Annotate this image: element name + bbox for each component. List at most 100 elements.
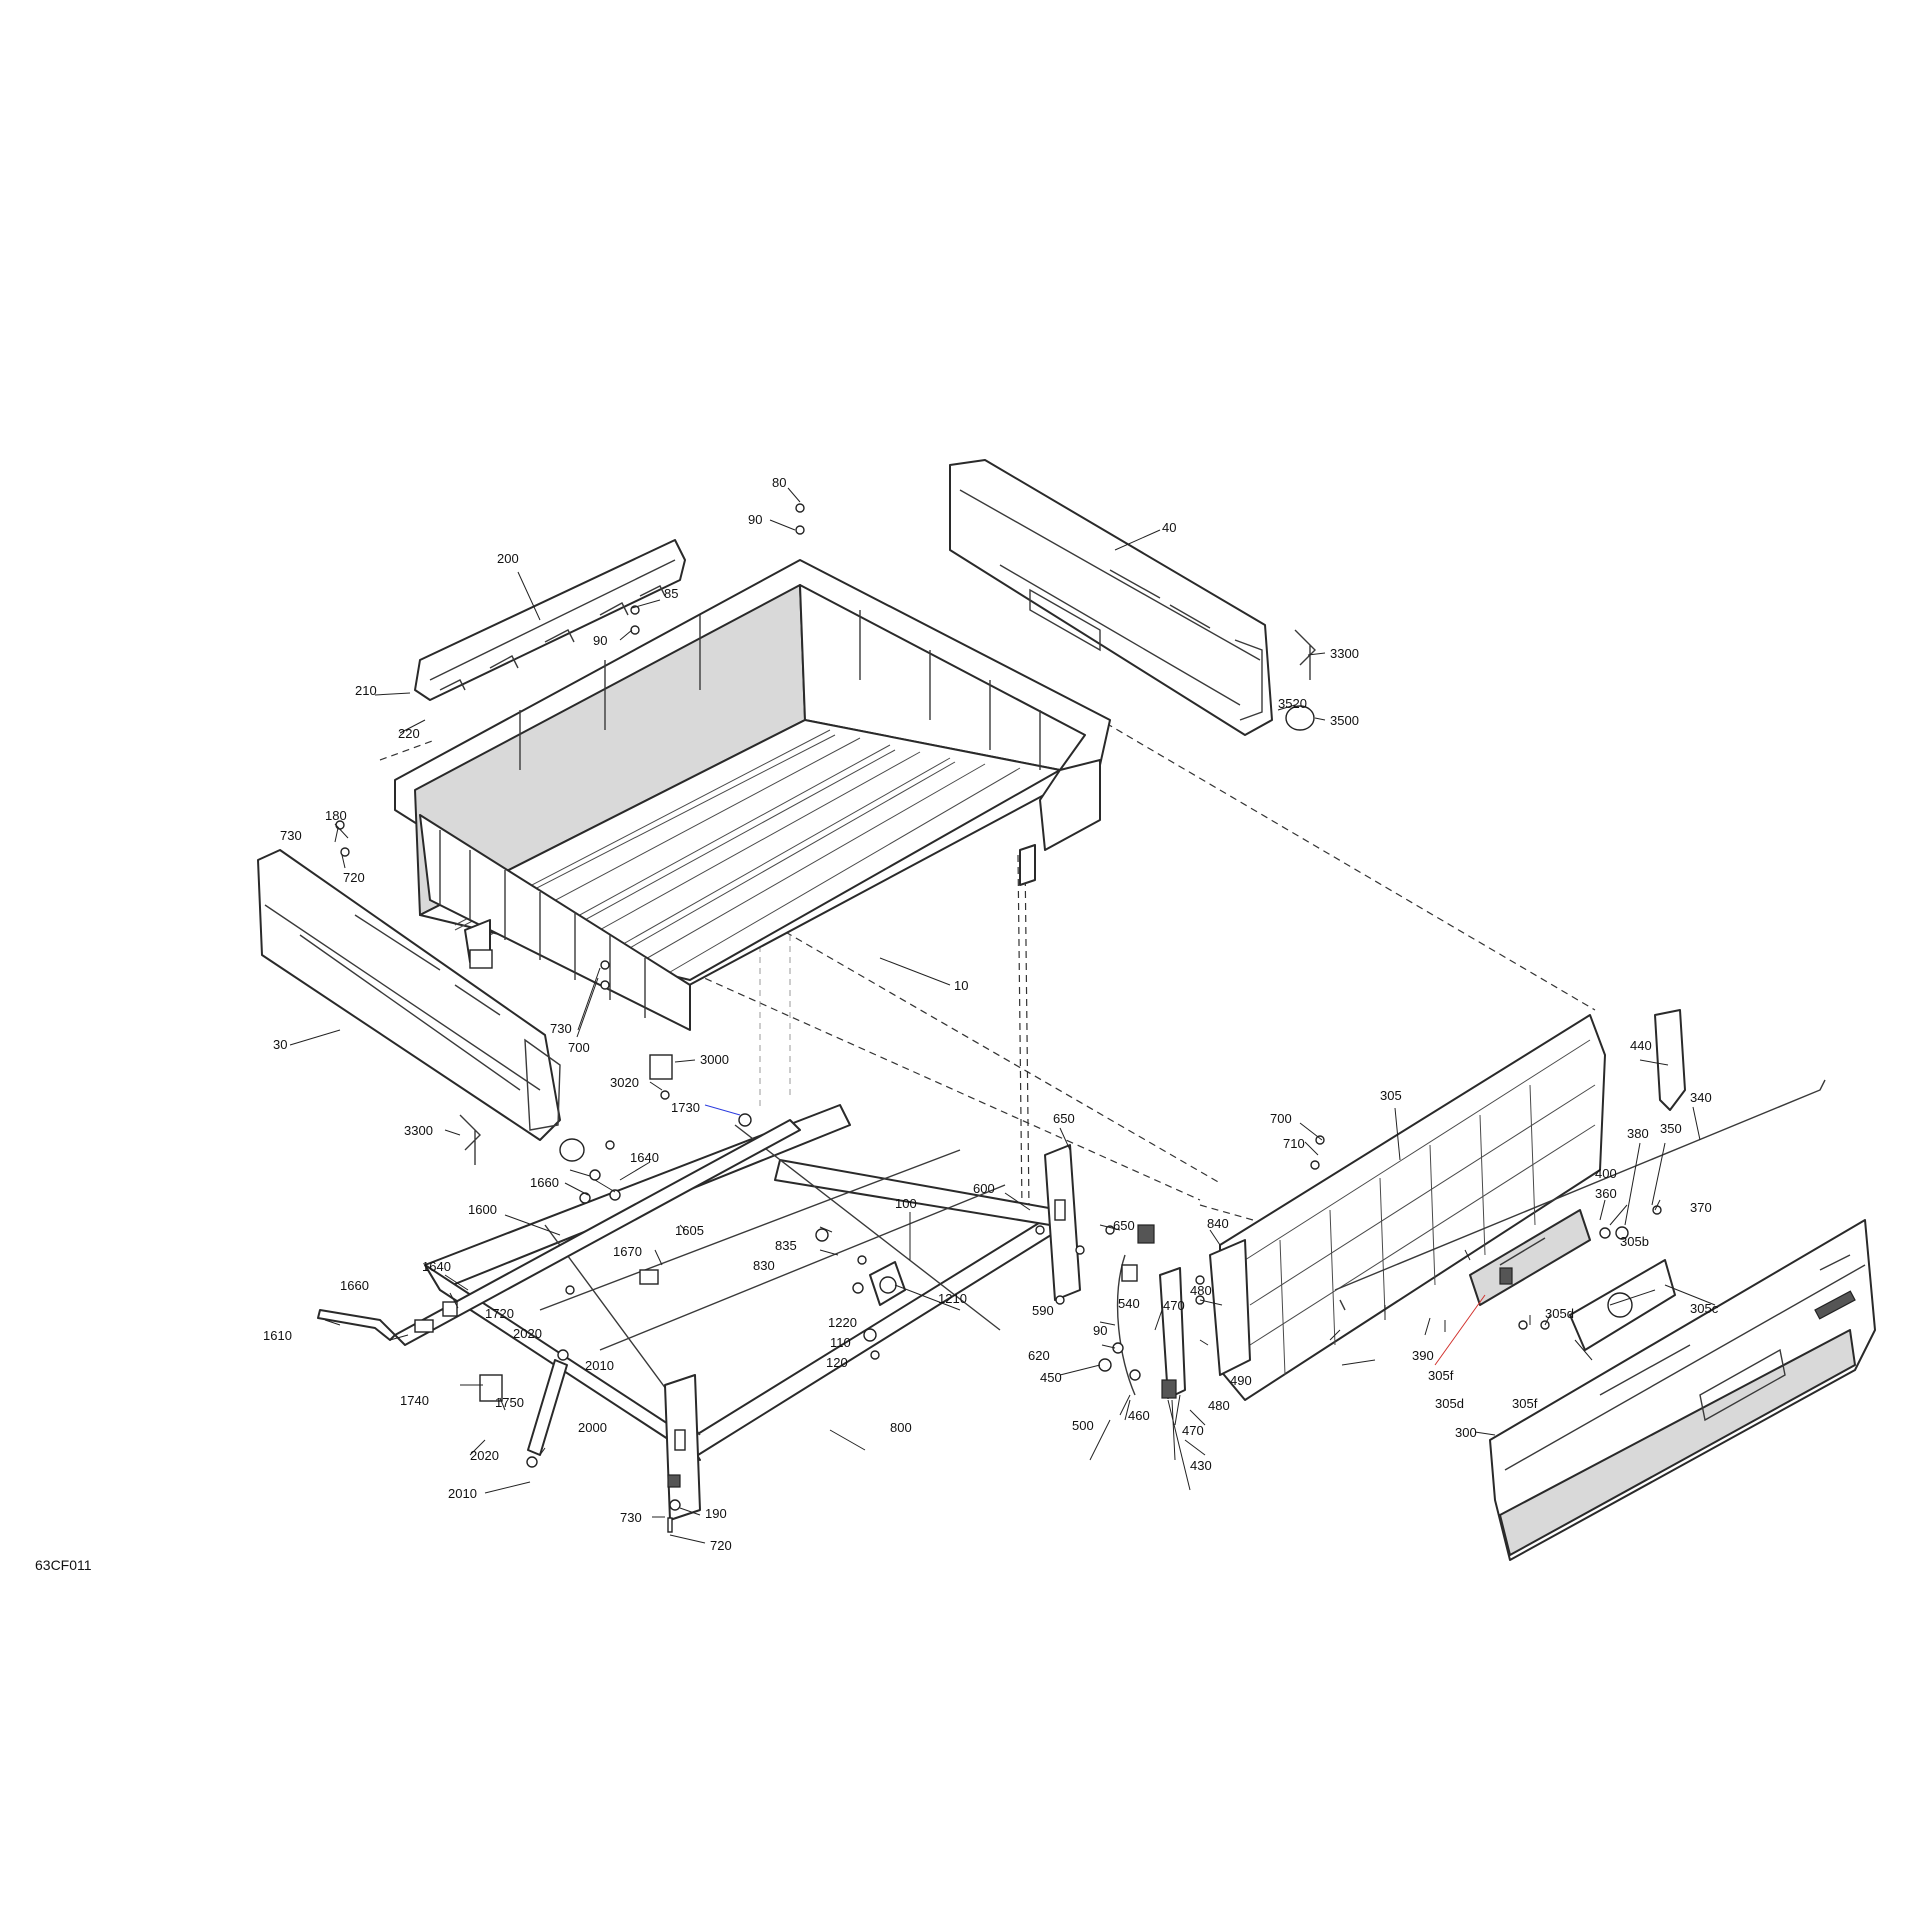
part-30-left-side-panel [257, 849, 561, 1141]
callout-1670: 1670 [613, 1244, 642, 1259]
callout-840: 840 [1207, 1216, 1229, 1231]
callout-440: 440 [1630, 1038, 1652, 1053]
callout-100: 100 [895, 1196, 917, 1211]
callout-3000: 3000 [700, 1052, 729, 1067]
callout-2020: 2020 [470, 1448, 499, 1463]
callout-480: 480 [1190, 1283, 1212, 1298]
callout-200: 200 [497, 551, 519, 566]
callout-1610: 1610 [263, 1328, 292, 1343]
callout-120: 120 [826, 1355, 848, 1370]
callout-1220: 1220 [828, 1315, 857, 1330]
callout-835: 835 [775, 1238, 797, 1253]
callout-470: 470 [1182, 1423, 1204, 1438]
callout-730: 730 [550, 1021, 572, 1036]
callout-1640: 1640 [630, 1150, 659, 1165]
callout-590: 590 [1032, 1303, 1054, 1318]
callout-40: 40 [1162, 520, 1176, 535]
callout-700: 700 [1270, 1111, 1292, 1126]
callout-90: 90 [748, 512, 762, 527]
part-200-rail-cover [414, 539, 686, 701]
callout-1605: 1605 [675, 1223, 704, 1238]
callout-720: 720 [343, 870, 365, 885]
part-305-tailgate-frame [1219, 1014, 1606, 1401]
callout-2010: 2010 [448, 1486, 477, 1501]
part-540-block [1137, 1224, 1155, 1244]
callout-1660: 1660 [530, 1175, 559, 1190]
callout-450: 450 [1040, 1370, 1062, 1385]
callout-1740: 1740 [400, 1393, 429, 1408]
callout-830: 830 [753, 1258, 775, 1273]
part-2000-strut [526, 1349, 569, 1468]
callout-350: 350 [1660, 1121, 1682, 1136]
callout-1720: 1720 [485, 1306, 514, 1321]
callout-460: 460 [1128, 1408, 1150, 1423]
callout-390: 390 [1412, 1348, 1434, 1363]
part-1600-pivot-rod [394, 1119, 801, 1346]
callout-650: 650 [1113, 1218, 1135, 1233]
callout-730: 730 [620, 1510, 642, 1525]
callout-490: 490 [1230, 1373, 1252, 1388]
callout-305f: 305f [1512, 1396, 1538, 1411]
callout-3300: 3300 [404, 1123, 433, 1138]
callout-430: 430 [1190, 1458, 1212, 1473]
part-340-cable [1334, 1079, 1826, 1311]
callout-1600: 1600 [468, 1202, 497, 1217]
callout-220: 220 [398, 726, 420, 741]
callout-3300: 3300 [1330, 646, 1359, 661]
part-430-hinge [1159, 1267, 1186, 1399]
callout-90: 90 [593, 633, 607, 648]
callout-180: 180 [325, 808, 347, 823]
callout-2020: 2020 [513, 1326, 542, 1341]
callout-500: 500 [1072, 1418, 1094, 1433]
callout-1640: 1640 [422, 1259, 451, 1274]
callout-720: 720 [710, 1538, 732, 1553]
callout-3020: 3020 [610, 1075, 639, 1090]
callout-1210: 1210 [938, 1291, 967, 1306]
callout-480: 480 [1208, 1398, 1230, 1413]
callout-730: 730 [280, 828, 302, 843]
callout-600: 600 [973, 1181, 995, 1196]
part-440-arm [1654, 1009, 1686, 1111]
callout-30: 30 [273, 1037, 287, 1052]
callout-300: 300 [1455, 1425, 1477, 1440]
callout-360: 360 [1595, 1186, 1617, 1201]
callout-90: 90 [1093, 1323, 1107, 1338]
callout-305b: 305b [1620, 1234, 1649, 1249]
callout-305d: 305d [1545, 1306, 1574, 1321]
part-3500-cap [559, 705, 1315, 1162]
callout-210: 210 [355, 683, 377, 698]
callout-305c: 305c [1690, 1301, 1719, 1316]
figure-id: 63CF011 [35, 1557, 92, 1573]
callout-2000: 2000 [578, 1420, 607, 1435]
part-300-tailgate-panel [1489, 1219, 1876, 1561]
callout-80: 80 [772, 475, 786, 490]
callout-620: 620 [1028, 1348, 1050, 1363]
part-10-cargo-box [394, 559, 1111, 1031]
part-305c-handle [1569, 1259, 1676, 1351]
callout-340: 340 [1690, 1090, 1712, 1105]
callout-650: 650 [1053, 1111, 1075, 1126]
callout-3520: 3520 [1278, 696, 1307, 711]
callout-10: 10 [954, 978, 968, 993]
callout-305: 305 [1380, 1088, 1402, 1103]
callout-400: 400 [1595, 1166, 1617, 1181]
part-800-subframe [424, 1104, 1081, 1521]
callout-190: 190 [705, 1506, 727, 1521]
callout-110: 110 [830, 1335, 851, 1350]
callout-1750: 1750 [495, 1395, 524, 1410]
part-1610-lever [317, 1309, 396, 1341]
part-1210-bracket [869, 1261, 906, 1306]
callout-1660: 1660 [340, 1278, 369, 1293]
callout-470: 470 [1163, 1298, 1185, 1313]
part-500-cable-loop [1116, 1254, 1136, 1396]
part-40-right-side-panel [949, 459, 1273, 736]
callout-85: 85 [664, 586, 678, 601]
callout-labels: 80 90 200 85 90 40 3300 3520 3500 210 22… [263, 475, 1719, 1553]
part-3300-pin [459, 629, 1316, 1165]
callout-710: 710 [1283, 1136, 1305, 1151]
callout-700: 700 [568, 1040, 590, 1055]
hardware-fasteners [335, 503, 1662, 1533]
callout-800: 800 [890, 1420, 912, 1435]
callout-305f: 305f [1428, 1368, 1454, 1383]
